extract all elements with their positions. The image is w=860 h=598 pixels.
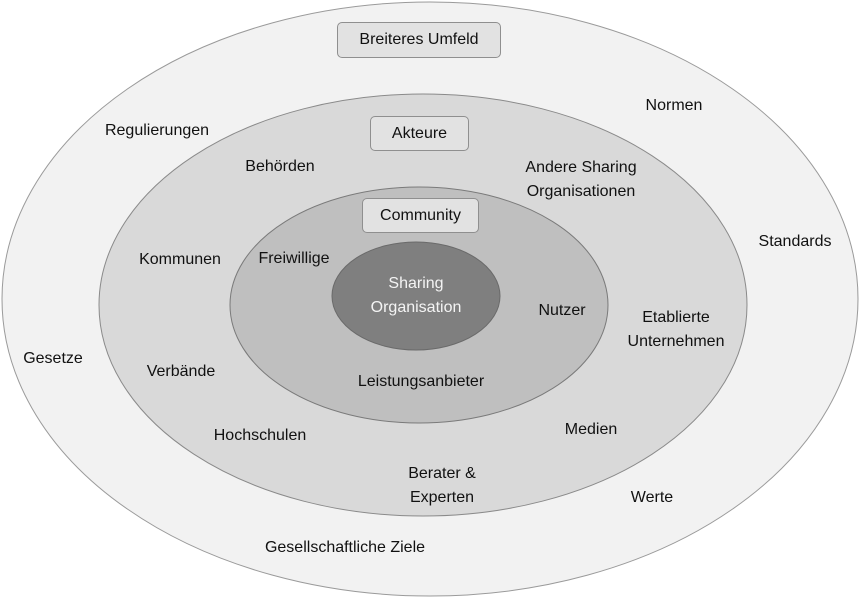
middle-item: Kommunen (139, 251, 221, 268)
middle-item: Andere Sharing Organisationen (525, 159, 637, 200)
core-label: Sharing Organisation (370, 275, 462, 316)
middle-item: Hochschulen (213, 427, 307, 444)
outer-item: Gesetze (23, 350, 83, 367)
middle-item: Verbände (146, 363, 216, 380)
inner-item: Leistungsanbieter (357, 373, 485, 390)
outer-item: Regulierungen (104, 122, 210, 139)
outer-item: Normen (645, 97, 703, 114)
middle-title-box: Akteure (370, 116, 469, 151)
outer-item: Werte (630, 489, 674, 506)
inner-item: Freiwillige (258, 250, 330, 267)
outer-item: Gesellschaftliche Ziele (264, 539, 426, 556)
middle-item: Etablierte Unternehmen (627, 309, 725, 350)
inner-item: Nutzer (538, 302, 586, 319)
middle-item: Berater & Experten (408, 465, 476, 506)
core-ellipse (331, 241, 501, 351)
outer-item: Standards (758, 233, 832, 250)
outer-title-box: Breiteres Umfeld (337, 22, 501, 58)
inner-title-box: Community (362, 198, 479, 233)
middle-item: Behörden (245, 158, 315, 175)
middle-item: Medien (564, 421, 618, 438)
